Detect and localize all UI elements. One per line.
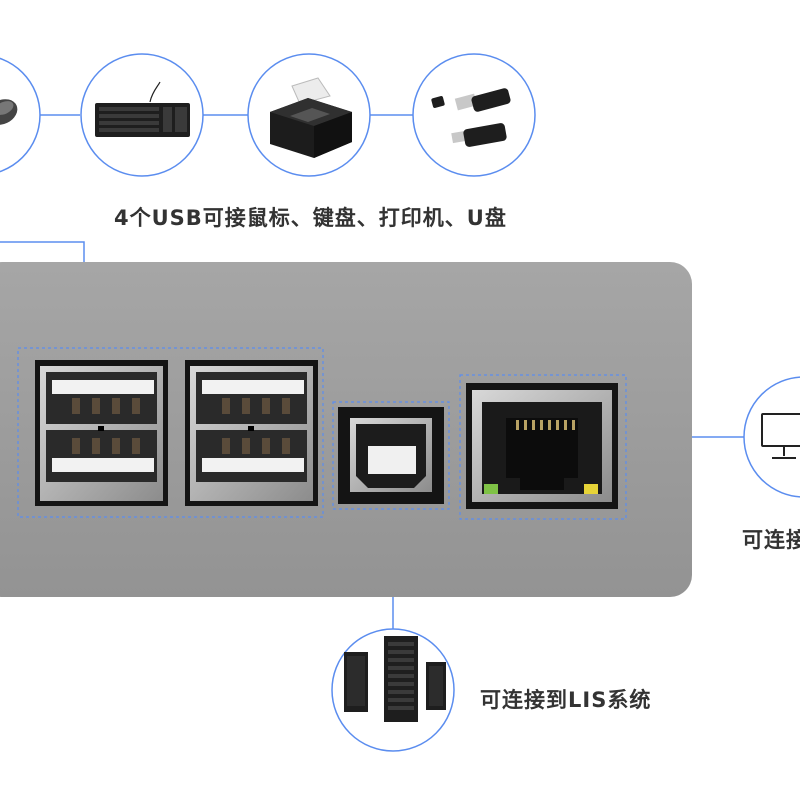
ethernet-port-icon — [472, 390, 612, 502]
usb-a-port-2 — [185, 360, 318, 506]
peripheral-printer — [247, 53, 371, 177]
keyboard-icon — [95, 81, 190, 137]
usb-b-port — [338, 407, 444, 504]
peripheral-mouse — [0, 57, 41, 173]
usb-a-port-icon — [40, 366, 163, 501]
link-led-icon — [484, 484, 498, 494]
usb-b-outline — [332, 401, 450, 510]
peripheral-keyboard — [80, 53, 204, 177]
mouse-icon — [0, 99, 18, 125]
target-monitor — [743, 376, 800, 498]
monitor-icon — [761, 413, 800, 459]
target-lis-server — [331, 628, 455, 752]
network-caption: 可连接 — [742, 528, 800, 552]
ethernet-outline — [459, 374, 627, 520]
usb-b-port-icon — [350, 418, 432, 492]
server-icon — [344, 636, 446, 722]
usb-drive-icon — [431, 88, 511, 147]
printer-icon — [270, 77, 352, 158]
lis-caption: 可连接到LIS系统 — [480, 688, 652, 712]
usb-caption: 4个USB可接鼠标、键盘、打印机、U盘 — [114, 206, 507, 230]
usb-group-outline — [17, 347, 324, 518]
usb-a-port-1 — [35, 360, 168, 506]
usb-a-port-icon — [190, 366, 313, 501]
ethernet-port — [466, 383, 618, 509]
peripheral-usb-drive — [412, 53, 536, 177]
activity-led-icon — [584, 484, 598, 494]
